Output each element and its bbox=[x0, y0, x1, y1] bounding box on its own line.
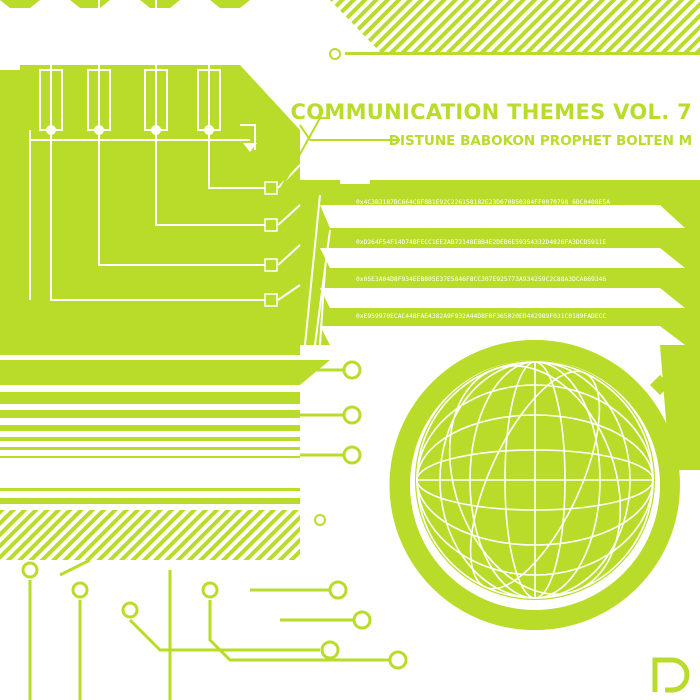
left-bars bbox=[0, 360, 330, 504]
album-title: COMMUNICATION THEMES VOL. 7 bbox=[290, 100, 692, 124]
hex-line: 0x05E3A04D8F934EEB805E37E5846F8CC307E925… bbox=[356, 276, 607, 283]
top-line bbox=[345, 52, 700, 55]
top-hatch-band bbox=[330, 0, 700, 52]
hex-line: 0xD264F54F14D74BFECC1EE2AB72148EBB4E2DEB… bbox=[356, 239, 607, 246]
hex-line: 0x4C3B3187BC664C6F8B1E92C226158182E23D67… bbox=[356, 199, 611, 206]
bottom-hatch-band bbox=[0, 510, 300, 560]
hex-line: 0xE959970ECAC448FAE4382A9F932A44D8F0F365… bbox=[356, 313, 607, 320]
top-tabs bbox=[0, 0, 250, 8]
globe-icon bbox=[415, 360, 655, 600]
artist-list: DISTUNE BABOKON PROPHET BOLTEN M bbox=[388, 133, 692, 149]
label-logo-icon bbox=[652, 657, 690, 693]
